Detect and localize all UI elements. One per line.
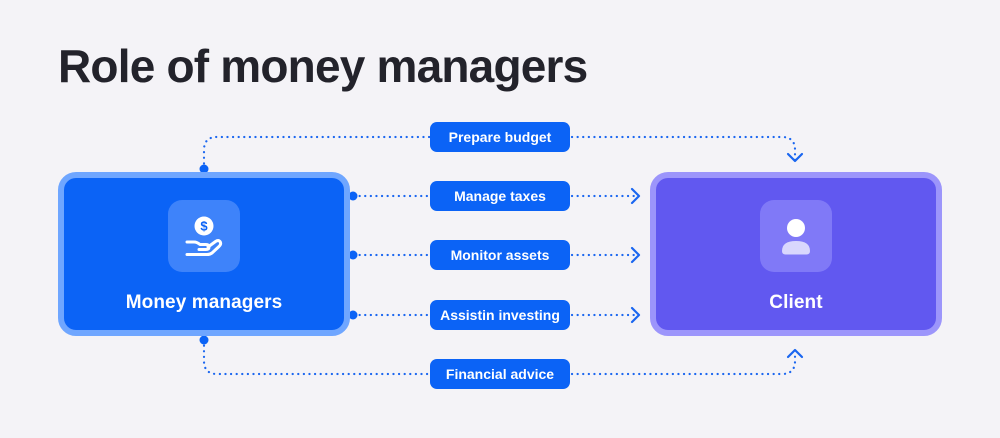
role-pill-financial-advice: Financial advice <box>430 359 570 389</box>
role-pill-prepare-budget: Prepare budget <box>430 122 570 152</box>
arrowhead-right-icon <box>630 187 641 205</box>
anchor-dot-assets <box>348 250 358 260</box>
svg-text:$: $ <box>200 219 208 234</box>
arrowhead-right-icon <box>630 306 641 324</box>
role-pill-monitor-assets: Monitor assets <box>430 240 570 270</box>
connector-prepare-budget-left <box>202 135 432 171</box>
role-pill-assist-investing: Assistin investing <box>430 300 570 330</box>
role-pill-manage-taxes: Manage taxes <box>430 181 570 211</box>
anchor-dot-bottom <box>199 335 209 345</box>
connector-financial-advice-left <box>202 338 432 376</box>
connector-prepare-budget-right <box>570 135 797 162</box>
arrowhead-right-icon <box>630 246 641 264</box>
anchor-dot-investing <box>348 310 358 320</box>
hand-holding-dollar-icon: $ <box>168 200 240 272</box>
anchor-dot-taxes <box>348 191 358 201</box>
connector-financial-advice-right <box>570 350 797 376</box>
money-managers-node: $ Money managers <box>58 172 350 336</box>
arrowhead-down-icon <box>786 152 804 163</box>
user-icon <box>760 200 832 272</box>
diagram-title: Role of money managers <box>58 40 588 92</box>
client-label: Client <box>769 292 823 313</box>
money-managers-label: Money managers <box>125 292 283 313</box>
anchor-dot-top <box>199 164 209 174</box>
arrowhead-up-icon <box>786 348 804 359</box>
client-node: Client <box>650 172 942 336</box>
